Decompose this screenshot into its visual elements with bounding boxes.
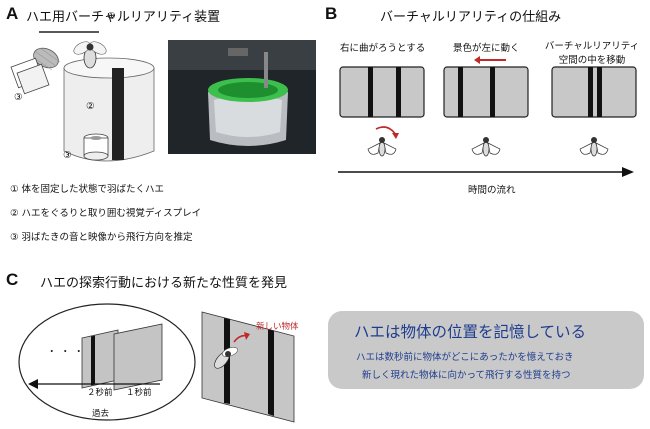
label-2s: ２秒前 — [87, 388, 113, 398]
screen-step-2 — [443, 56, 529, 118]
step-3-label-line1: バーチャルリアリティ — [544, 41, 640, 52]
marker-3-bottom: ③ — [63, 150, 72, 161]
past-arrow — [28, 379, 160, 389]
camera-box — [10, 57, 50, 95]
legend-item-3: ③ 羽ばたきの音と映像から飛行方向を推定 — [10, 232, 193, 243]
label-past: 過去 — [92, 409, 110, 419]
panel-c-letter: C — [6, 270, 19, 289]
fly-new-object — [214, 347, 238, 369]
past-screen-1s — [113, 323, 163, 391]
legend-item-1: ① 体を固定した状態で羽ばたくハエ — [10, 184, 165, 195]
step-3-label-line2: 空間の中を移動 — [558, 55, 626, 66]
fly-figure — [73, 41, 107, 69]
marker-1: ① — [107, 11, 116, 22]
vr-mechanism-diagram — [338, 56, 637, 177]
display-cylinder-body — [63, 68, 155, 162]
summary-box: ハエは物体の位置を記憶している ハエは数秒前に物体がどこにあったかを憶えておき … — [328, 311, 644, 389]
step-1-label: 右に曲がろうとする — [340, 43, 426, 54]
display-cylinder-top — [63, 57, 155, 79]
label-1s: １秒前 — [126, 388, 152, 398]
fly-step-2 — [471, 137, 501, 157]
new-object-label: 新しい物体 — [256, 322, 299, 332]
new-screen-stripe-right — [268, 329, 274, 416]
dots: ・・・ — [47, 347, 88, 358]
display-stripe — [112, 68, 124, 160]
summary-line-2: 新しく現れた物体に向かって飛行する性質を持つ — [362, 370, 571, 381]
panel-b-title: バーチャルリアリティの仕組み — [380, 10, 562, 25]
step-3-label: バーチャルリアリティ 空間の中を移動 — [542, 38, 642, 66]
step-2-label: 景色が左に動く — [453, 43, 520, 54]
fly-step-1 — [367, 126, 399, 157]
screen-step-3 — [551, 66, 637, 118]
marker-2: ② — [86, 101, 95, 112]
panel-c-title: ハエの探索行動における新たな性質を発見 — [40, 276, 288, 291]
time-label: 時間の流れ — [468, 185, 516, 196]
past-screen-2s — [81, 329, 119, 389]
apparatus-illustration — [10, 31, 155, 162]
fly-step-3 — [579, 137, 609, 157]
panel-a-title: ハエ用バーチャルリアリティ装置 — [26, 10, 221, 25]
panel-a-letter: A — [6, 4, 19, 23]
legend-item-2: ② ハエをぐるりと取り囲む視覚ディスプレイ — [10, 208, 202, 219]
new-object-diagram — [201, 311, 295, 423]
panel-b-letter: B — [325, 4, 338, 23]
microphone — [33, 47, 61, 71]
apparatus-photo — [168, 40, 316, 154]
time-arrow — [338, 167, 634, 177]
projector-lens — [83, 133, 109, 161]
screen-step-1 — [339, 66, 425, 118]
memory-ellipse-diagram — [18, 303, 196, 421]
marker-3-left: ③ — [14, 92, 23, 103]
summary-title: ハエは物体の位置を記憶している — [354, 323, 587, 341]
summary-line-1: ハエは数秒前に物体がどこにあったかを憶えておき — [356, 352, 574, 363]
